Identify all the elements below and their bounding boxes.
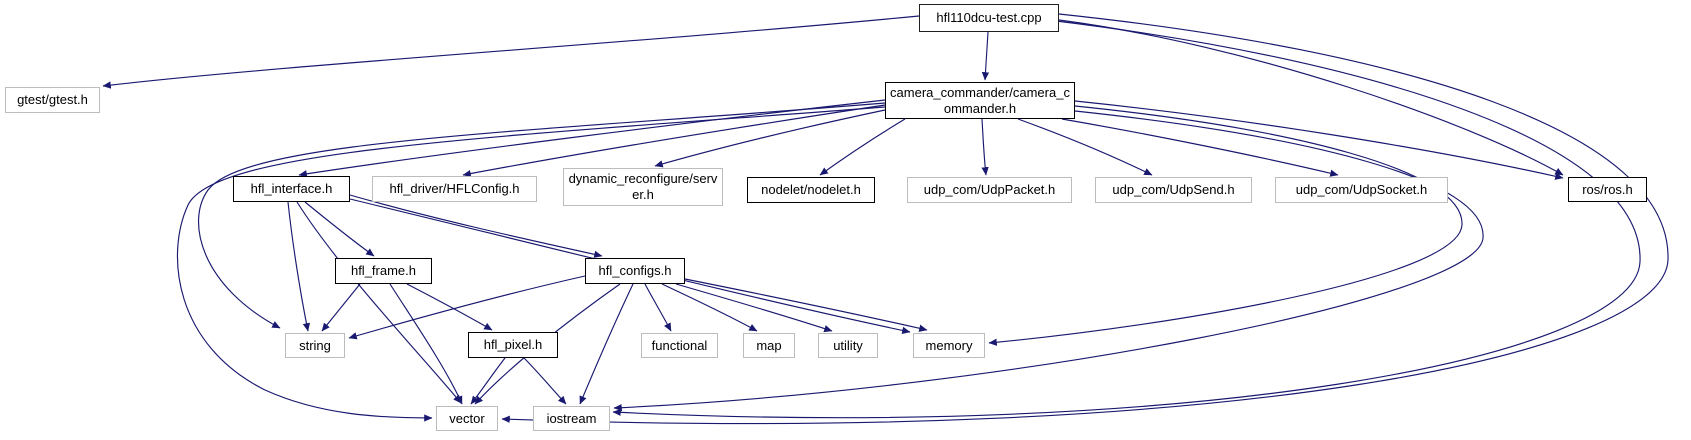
node-label: hfl_configs.h xyxy=(598,263,672,279)
node-label: functional xyxy=(651,337,708,353)
node-hfl-pixel[interactable]: hfl_pixel.h xyxy=(468,332,558,358)
edge-hfl-configs-to-functional xyxy=(644,283,672,332)
edge-hfl110dcu-test-to-camera-commander xyxy=(981,31,990,81)
edge-hfl-pixel-to-vector xyxy=(470,357,506,405)
node-map: map xyxy=(743,333,795,358)
edge-camera-commander-to-dynamic-reconfigure-server xyxy=(654,109,886,168)
edge-hfl-interface-to-vector xyxy=(296,201,462,404)
node-label: map xyxy=(756,337,782,353)
edge-hfl110dcu-test-to-gtest xyxy=(102,15,920,89)
edge-camera-commander-to-hfl-config xyxy=(462,104,886,178)
node-label: nodelet/nodelet.h xyxy=(761,182,861,198)
node-label: hfl_driver/HFLConfig.h xyxy=(389,181,520,197)
edge-camera-commander-to-udp-socket xyxy=(1061,118,1339,177)
edge-hfl-frame-to-hfl-pixel xyxy=(406,283,493,331)
edge-hfl-pixel-to-iostream xyxy=(523,357,567,405)
node-nodelet[interactable]: nodelet/nodelet.h xyxy=(747,177,875,203)
edge-camera-commander-to-udp-send xyxy=(1017,118,1153,176)
node-hfl-frame[interactable]: hfl_frame.h xyxy=(335,258,432,284)
node-hfl-config: hfl_driver/HFLConfig.h xyxy=(372,176,537,202)
edge-hfl-frame-to-string xyxy=(321,283,361,332)
node-label: hfl_frame.h xyxy=(350,263,417,279)
node-functional: functional xyxy=(641,333,718,358)
edge-hfl-configs-to-map xyxy=(661,283,758,332)
edge-camera-commander-to-string xyxy=(197,102,886,329)
node-dynamic-reconfigure-server: dynamic_reconfigure/server.h xyxy=(563,168,723,206)
edge-camera-commander-to-ros xyxy=(1074,100,1564,180)
edge-camera-commander-to-iostream xyxy=(613,110,1484,412)
edge-hfl110dcu-test-to-ros xyxy=(1058,19,1564,176)
edge-camera-commander-to-udp-packet xyxy=(981,118,989,176)
node-hfl110dcu-test: hfl110dcu-test.cpp xyxy=(919,4,1059,32)
node-label: iostream xyxy=(546,410,597,426)
edge-camera-commander-to-vector xyxy=(176,106,886,422)
node-label: ros/ros.h xyxy=(1582,181,1633,197)
node-label: string xyxy=(299,337,331,353)
node-gtest: gtest/gtest.h xyxy=(5,87,100,113)
node-camera-commander[interactable]: camera_commander/camera_commander.h xyxy=(885,82,1075,119)
node-label: udp_com/UdpSocket.h xyxy=(1295,182,1428,198)
edge-camera-commander-to-memory xyxy=(988,105,1463,346)
node-utility: utility xyxy=(818,333,878,358)
edge-hfl-configs-to-string xyxy=(348,275,586,340)
node-label: camera_commander/camera_commander.h xyxy=(890,84,1070,116)
node-label: utility xyxy=(833,337,863,353)
node-hfl-interface[interactable]: hfl_interface.h xyxy=(233,176,350,202)
node-label: memory xyxy=(925,337,973,353)
node-string: string xyxy=(285,333,345,358)
node-udp-socket: udp_com/UdpSocket.h xyxy=(1275,177,1448,203)
node-udp-send: udp_com/UdpSend.h xyxy=(1095,177,1252,203)
node-ros[interactable]: ros/ros.h xyxy=(1568,177,1647,202)
edge-hfl-interface-to-hfl-configs xyxy=(349,194,603,258)
edge-hfl-interface-to-hfl-frame xyxy=(304,201,375,257)
edge-hfl-configs-to-iostream xyxy=(579,283,634,405)
edge-hfl-frame-to-vector xyxy=(389,283,463,405)
node-label: hfl_pixel.h xyxy=(483,337,543,353)
edge-hfl-configs-to-utility xyxy=(675,283,833,333)
node-label: dynamic_reconfigure/server.h xyxy=(568,171,718,202)
edge-camera-commander-to-nodelet xyxy=(819,118,906,176)
node-memory: memory xyxy=(913,333,985,358)
node-iostream: iostream xyxy=(533,406,610,431)
edge-hfl-configs-to-memory xyxy=(684,278,928,332)
node-vector: vector xyxy=(436,406,498,431)
node-label: udp_com/UdpSend.h xyxy=(1112,182,1235,198)
edge-hfl110dcu-test-to-iostream xyxy=(612,20,1641,419)
edge-camera-commander-to-hfl-interface xyxy=(298,99,886,178)
edge-hfl-interface-to-string xyxy=(287,201,311,332)
node-hfl-configs[interactable]: hfl_configs.h xyxy=(585,258,685,284)
node-label: udp_com/UdpPacket.h xyxy=(923,182,1056,198)
edge-hfl110dcu-test-to-vector xyxy=(501,13,1669,425)
node-label: hfl110dcu-test.cpp xyxy=(936,10,1042,26)
node-label: vector xyxy=(449,410,485,426)
node-udp-packet: udp_com/UdpPacket.h xyxy=(907,177,1072,203)
node-label: hfl_interface.h xyxy=(250,181,333,197)
node-label: gtest/gtest.h xyxy=(17,92,88,108)
